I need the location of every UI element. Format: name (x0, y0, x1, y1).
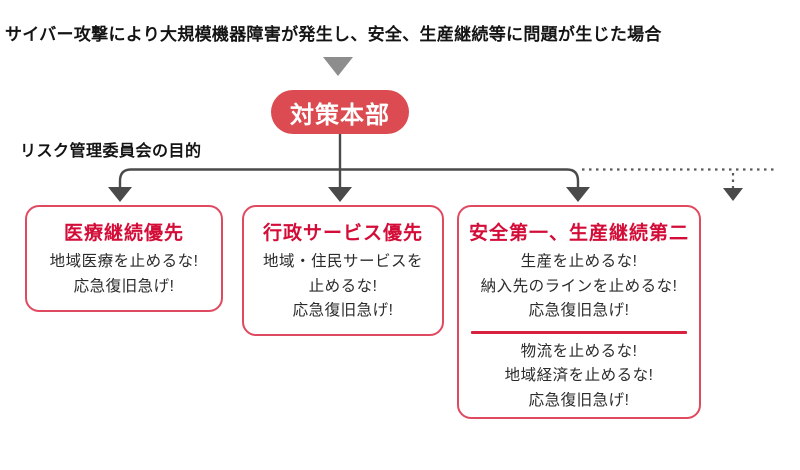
box-body-line: 生産を止めるな! (520, 253, 638, 270)
priority-box-safety: 安全第一、生産継続第二 生産を止めるな! 納入先のラインを止めるな! 応急復旧急… (457, 205, 701, 419)
purpose-label: リスク管理委員会の目的 (20, 143, 202, 160)
box-body-line: 応急復旧急げ! (292, 302, 394, 319)
box-body-line: 納入先のラインを止めるな! (480, 277, 678, 295)
red-divider (471, 330, 687, 334)
box-body-line: 物流を止めるな! (520, 342, 638, 360)
hq-pill-label: 対策本部 (290, 101, 390, 129)
dotted-arrowhead-down-icon (723, 188, 743, 201)
down-triangle-icon (323, 57, 353, 76)
priority-box-medical: 医療継続優先 地域医療を止めるな! 応急復旧急げ! (25, 205, 223, 312)
arrowhead-down-icon (566, 187, 590, 202)
box-body-line: 応急復旧急げ! (528, 391, 630, 409)
box-body-line: 地域医療を止めるな! (49, 253, 199, 270)
box-body-line: 地域・住民サービスを (262, 253, 423, 270)
box-body-line: 止めるな! (308, 277, 378, 295)
hq-pill: 対策本部 (271, 90, 409, 134)
box-title: 医療継続優先 (63, 223, 184, 244)
box-body-line: 地域経済を止めるな! (504, 367, 654, 384)
condition-heading: サイバー攻撃により大規模機器障害が発生し、安全、生産継続等に問題が生じた場合 (5, 25, 662, 44)
box-title: 安全第一、生産継続第二 (468, 223, 689, 244)
box-body-line: 応急復旧急げ! (528, 302, 630, 319)
priority-box-government: 行政サービス優先 地域・住民サービスを 止めるな! 応急復旧急げ! (242, 205, 444, 336)
box-body-line: 応急復旧急げ! (73, 277, 175, 295)
branch-rail (118, 168, 580, 189)
box-title: 行政サービス優先 (262, 223, 423, 244)
arrowhead-down-icon (328, 187, 352, 202)
arrowhead-down-icon (108, 187, 132, 202)
